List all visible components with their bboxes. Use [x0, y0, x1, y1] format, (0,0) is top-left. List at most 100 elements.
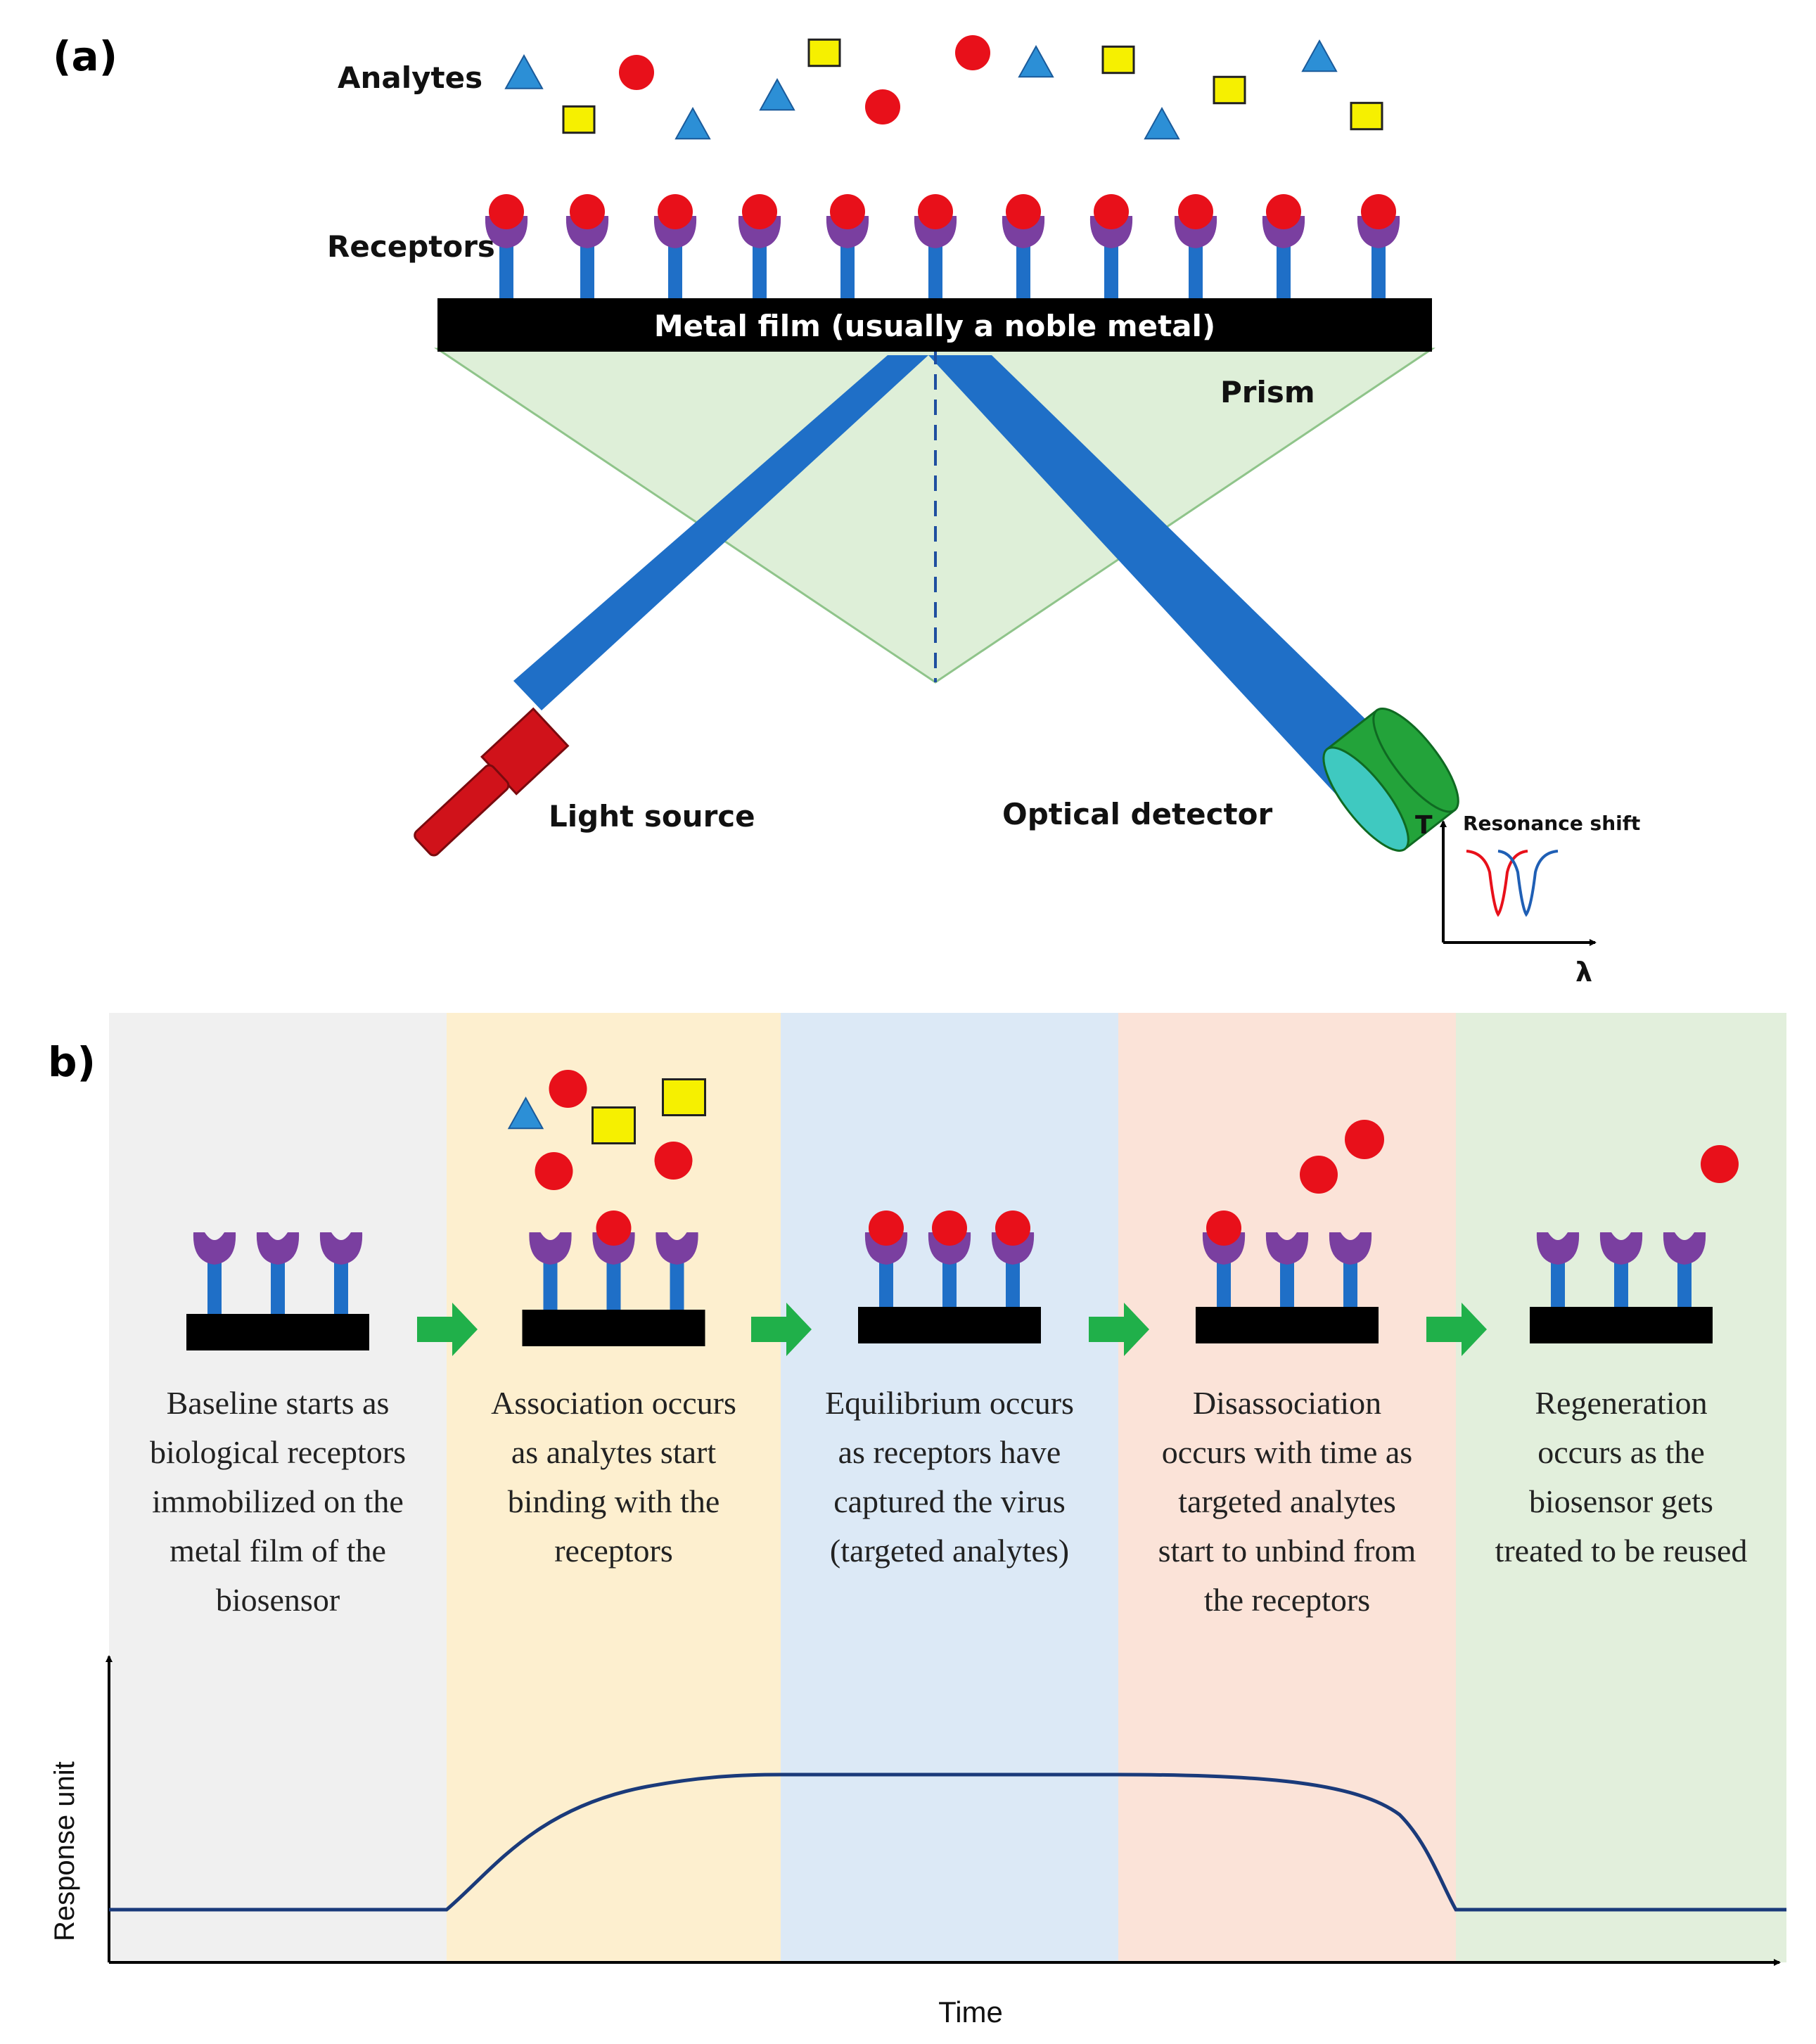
receptor-stem	[1277, 243, 1291, 298]
analyte-triangle	[759, 77, 795, 111]
description-line: as receptors have	[838, 1434, 1061, 1470]
receptor-stem	[670, 1259, 684, 1310]
analyte-square	[1101, 45, 1135, 75]
receptor-stem	[1006, 1259, 1020, 1307]
receptor-stem	[580, 243, 594, 298]
analyte-square	[807, 38, 841, 68]
optical-detector	[1322, 707, 1459, 852]
stage-band-equilibrium	[781, 1013, 1118, 1962]
stage-band-baseline	[109, 1013, 447, 1962]
analyte-triangle	[504, 53, 544, 89]
response-axis-label: Response unit	[49, 1761, 80, 1941]
analyte-triangle	[1301, 39, 1338, 72]
analyte-circle	[865, 89, 900, 124]
stage-illustrations	[186, 1070, 1739, 1350]
receptor-head	[319, 1232, 363, 1265]
stage-band-association	[447, 1013, 781, 1962]
description-line: start to unbind from	[1158, 1533, 1417, 1569]
receptor-stem	[1343, 1259, 1357, 1307]
receptor-stem	[942, 1259, 957, 1307]
stage-illustration-baseline	[186, 1232, 369, 1350]
stage-arrow	[1089, 1303, 1149, 1356]
analyte-square	[662, 1078, 706, 1116]
description-line: occurs as the	[1537, 1434, 1705, 1470]
inset-y-label: T	[1415, 811, 1433, 840]
receptor	[1174, 194, 1217, 298]
analyte-square	[562, 105, 596, 134]
prism-label: Prism	[1220, 375, 1315, 409]
receptor	[193, 1232, 236, 1314]
receptor	[1262, 194, 1305, 298]
receptor-stem	[1104, 243, 1118, 298]
receptor-stem	[499, 243, 513, 298]
metal-film-label: Metal film (usually a noble metal)	[654, 309, 1215, 343]
receptor	[738, 194, 781, 298]
receptor	[914, 194, 957, 298]
description-line: treated to be reused	[1495, 1533, 1748, 1569]
receptor-head	[193, 1232, 236, 1265]
panel-b-label: b)	[48, 1038, 96, 1086]
receptor	[928, 1211, 971, 1307]
analyte-circle	[1701, 1145, 1739, 1183]
analyte-circle	[535, 1152, 573, 1190]
receptor-stem	[879, 1259, 893, 1307]
analyte-triangle	[1144, 106, 1180, 140]
description-line: targeted analytes	[1178, 1483, 1396, 1519]
stage-illustration-regeneration	[1530, 1145, 1739, 1343]
receptor-array	[485, 194, 1400, 298]
receptor-stem	[840, 243, 855, 298]
metal-film	[437, 298, 1432, 352]
inset-x-label: λ	[1575, 957, 1592, 988]
analyte-square	[1213, 75, 1246, 105]
substrate	[858, 1307, 1041, 1343]
receptor-stem	[928, 243, 942, 298]
substrate	[1530, 1307, 1713, 1343]
receptor-stem	[1614, 1259, 1628, 1307]
receptor-stem	[1371, 243, 1386, 298]
receptor	[529, 1232, 572, 1310]
receptor	[1202, 1211, 1246, 1307]
receptor-stem	[606, 1259, 621, 1310]
receptor	[826, 194, 869, 298]
receptor-stem	[271, 1259, 285, 1314]
sensorgram-curve	[109, 1772, 1786, 1912]
receptor	[1536, 1232, 1580, 1307]
description-line: captured the virus	[833, 1483, 1066, 1519]
stage-arrow	[1426, 1303, 1487, 1356]
bound-analyte	[742, 194, 777, 229]
bound-analyte	[995, 1211, 1030, 1246]
receptor-head	[1599, 1232, 1643, 1265]
stage-illustration-association	[507, 1070, 706, 1346]
receptor	[864, 1211, 908, 1307]
bound-analyte	[932, 1211, 967, 1246]
description-line: metal film of the	[170, 1533, 386, 1569]
receptor	[656, 1232, 698, 1310]
receptor-head	[1265, 1232, 1309, 1265]
receptor	[565, 194, 609, 298]
description-line: as analytes start	[511, 1434, 716, 1470]
receptor-head	[529, 1232, 572, 1265]
receptor	[1329, 1232, 1372, 1307]
analyte-triangle	[507, 1096, 544, 1130]
stage-arrow	[417, 1303, 478, 1356]
analyte-triangle	[674, 106, 711, 140]
stage-illustration-equilibrium	[858, 1211, 1041, 1343]
bound-analyte	[570, 194, 605, 229]
receptor	[1663, 1232, 1706, 1307]
receptor-stem	[334, 1259, 348, 1314]
receptor	[653, 194, 697, 298]
inset-blue-dip	[1497, 850, 1559, 917]
bound-analyte	[830, 194, 865, 229]
receptor-stem	[753, 243, 767, 298]
bound-analyte	[1206, 1211, 1241, 1246]
receptor	[256, 1232, 300, 1314]
receptor	[1089, 194, 1133, 298]
analyte-circle	[1300, 1156, 1338, 1194]
description-line: Disassociation	[1193, 1385, 1381, 1421]
